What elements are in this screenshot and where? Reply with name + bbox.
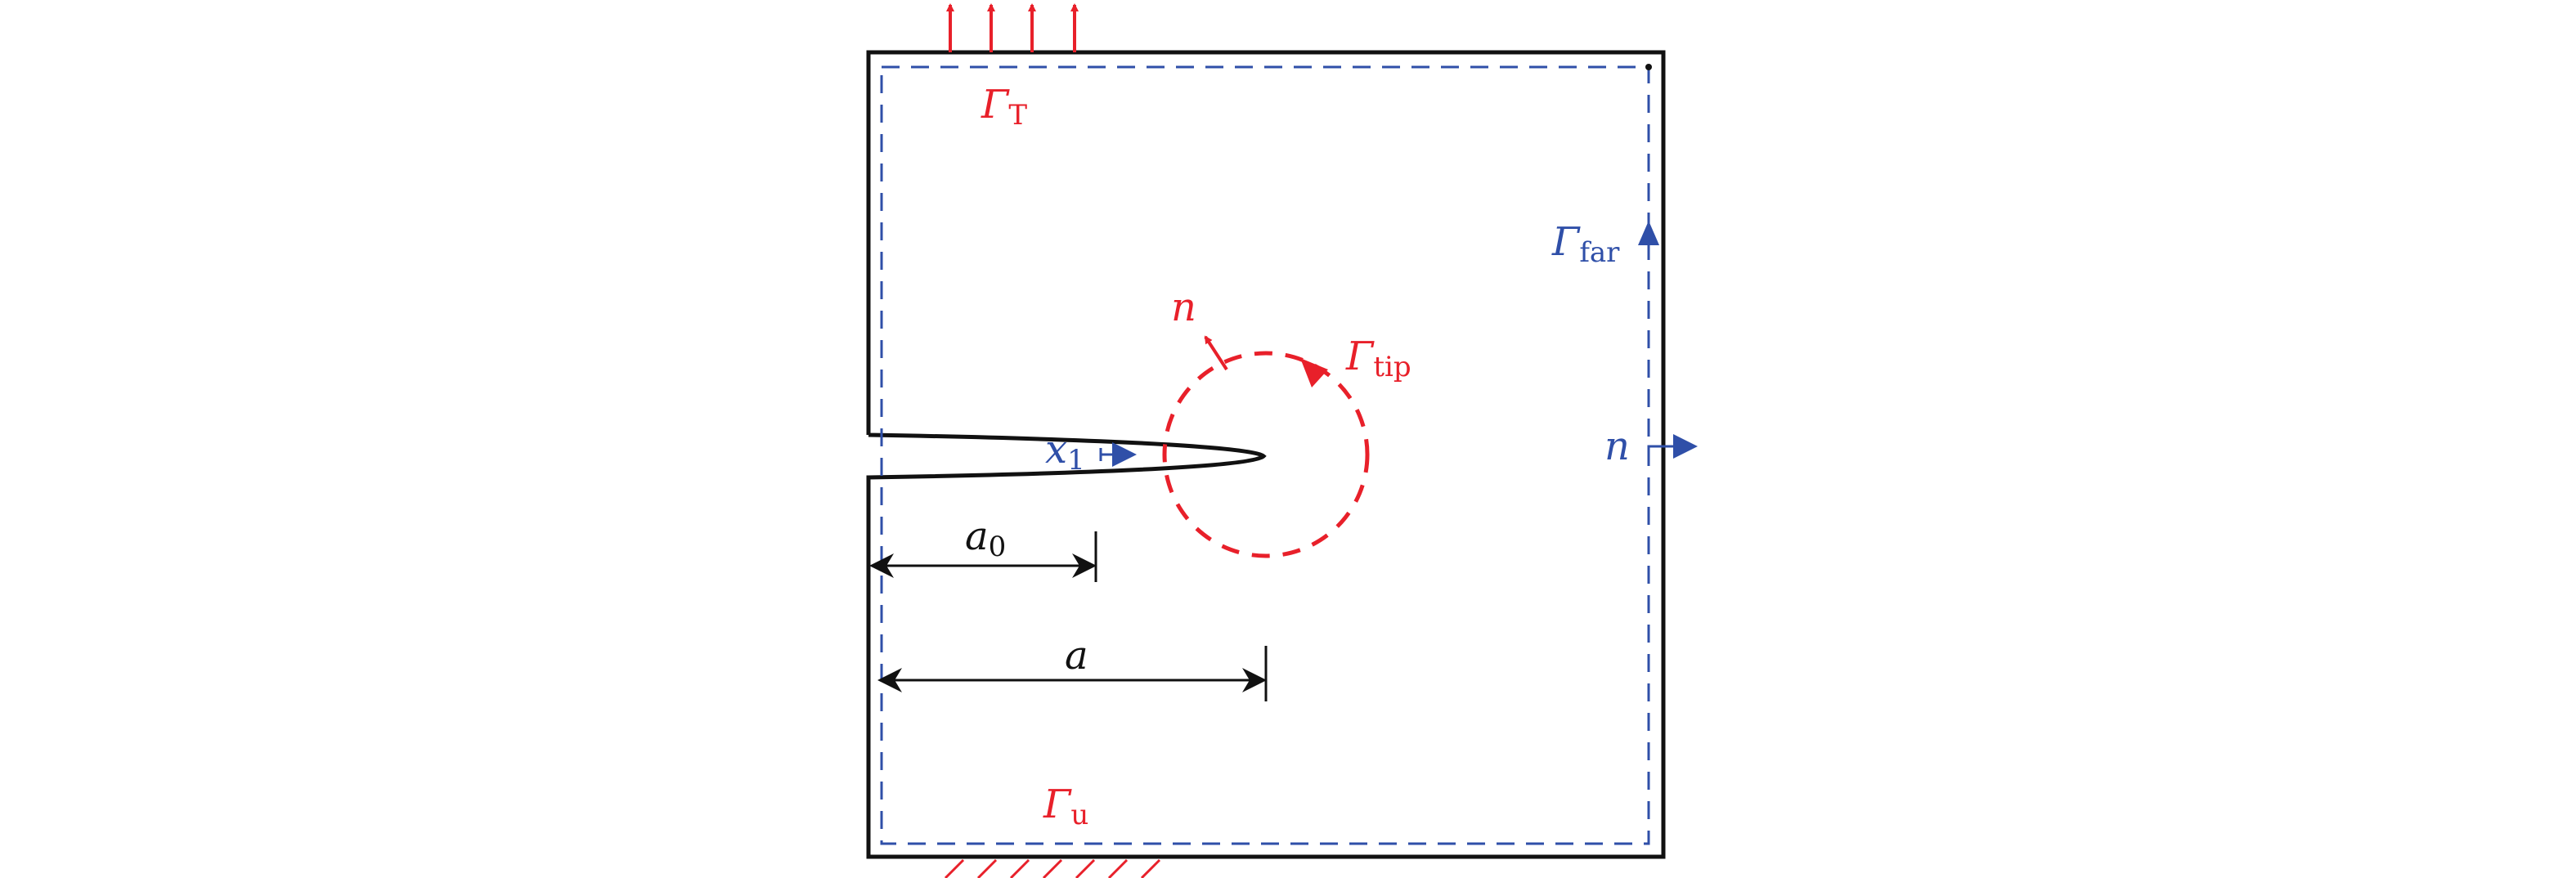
tip-contour [1162,351,1370,558]
traction-arrows [946,3,1079,52]
label-gamma-T: ΓT [981,82,1027,132]
label-a0: a0 [965,513,1006,563]
far-normal-arrow [1647,434,1698,459]
x1-axis-arrow [1099,442,1137,467]
label-x1: x1 [1045,427,1085,477]
tip-direction-arrow-icon [1300,358,1328,387]
corner-dot [1645,64,1652,70]
far-direction-arrow-icon [1638,221,1659,245]
label-n-far: n [1604,423,1630,469]
fixed-support-hatch [944,858,1161,878]
label-gamma-u: Γu [1043,782,1088,831]
tip-normal-arrow [1204,335,1228,371]
label-gamma-far: Γfar [1551,219,1620,269]
domain-boundary [866,50,1666,859]
label-gamma-tip: Γtip [1345,334,1411,383]
label-n-tip: n [1171,284,1196,330]
label-a: a [1065,633,1088,679]
